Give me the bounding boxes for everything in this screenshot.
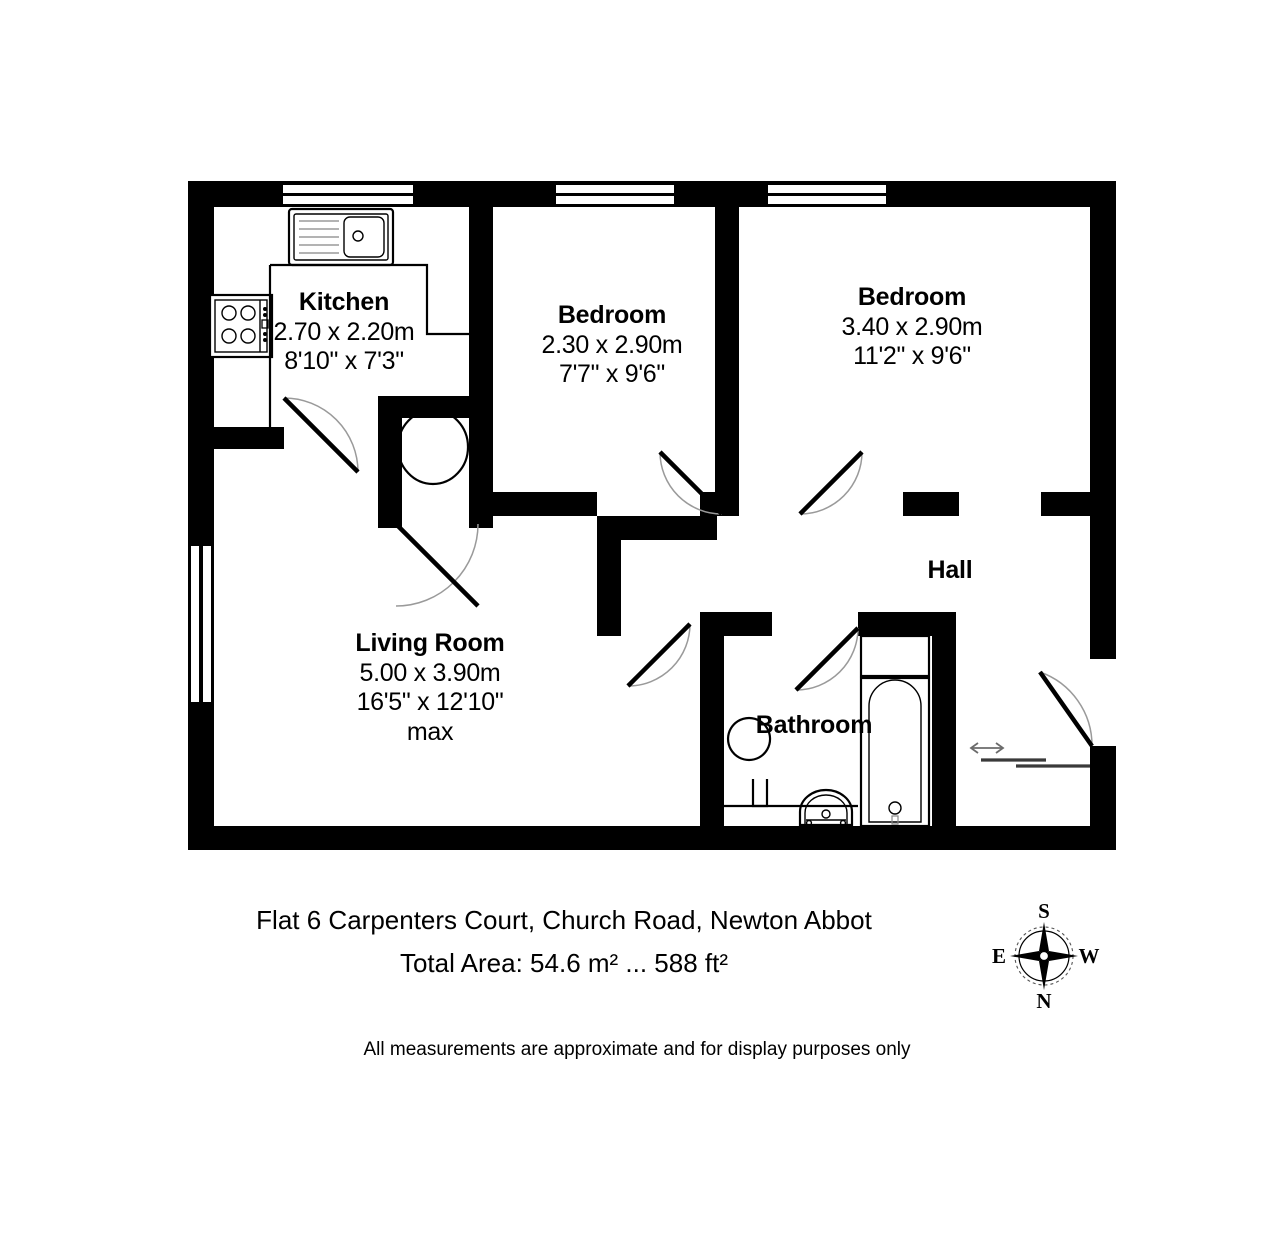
room-name-hall: Hall xyxy=(927,556,973,584)
sliding-door-icon[interactable] xyxy=(969,742,1090,768)
room-label-living-room: Living Room 5.00 x 3.90m 16'5" x 12'10" … xyxy=(266,629,594,747)
room-dim-imperial-kitchen: 8'10" x 7'3" xyxy=(284,347,404,375)
room-label-kitchen: Kitchen 2.70 x 2.20m 8'10" x 7'3" xyxy=(180,288,508,377)
room-dim-metric-living-room: 5.00 x 3.90m xyxy=(359,658,501,687)
footer: Flat 6 Carpenters Court, Church Road, Ne… xyxy=(0,905,1288,1061)
door-kitchen[interactable] xyxy=(282,396,360,474)
room-label-hall: Hall xyxy=(860,556,1040,586)
door-cupboard[interactable] xyxy=(394,522,480,608)
door-bathroom[interactable] xyxy=(794,626,860,692)
compass-label-top: S xyxy=(1038,899,1050,923)
disclaimer-text: All measurements are approximate and for… xyxy=(363,1039,911,1060)
total-area-text: Total Area: 54.6 m² ... 588 ft² xyxy=(399,948,729,978)
room-dim-metric-bedroom-large: 3.40 x 2.90m xyxy=(841,312,983,341)
compass-rose: S N E W xyxy=(988,898,1100,1010)
room-dim-metric-bedroom-small: 2.30 x 2.90m xyxy=(541,330,683,359)
room-dim-imperial-living-room: 16'5" x 12'10" xyxy=(356,688,504,716)
room-name-bathroom: Bathroom xyxy=(755,711,873,739)
door-bedroom-large[interactable] xyxy=(798,450,864,516)
bathtub-icon xyxy=(859,634,931,828)
window-living-room xyxy=(191,546,211,702)
room-label-bedroom-large: Bedroom 3.40 x 2.90m 11'2" x 9'6" xyxy=(748,283,1076,372)
room-dim-imperial-bedroom-large: 11'2" x 9'6" xyxy=(853,342,971,370)
room-dim-metric-kitchen: 2.70 x 2.20m xyxy=(273,317,415,346)
room-name-bedroom-large: Bedroom xyxy=(857,283,967,311)
exterior-walls xyxy=(188,181,1116,850)
room-label-bedroom-small: Bedroom 2.30 x 2.90m 7'7" x 9'6" xyxy=(448,301,776,390)
washbasin-icon xyxy=(798,788,854,827)
door-living-room[interactable] xyxy=(626,622,692,688)
door-bedroom-small[interactable] xyxy=(658,450,724,516)
property-title: Flat 6 Carpenters Court, Church Road, Ne… xyxy=(256,905,872,935)
sink-icon xyxy=(287,207,395,267)
room-dim-imperial-bedroom-small: 7'7" x 9'6" xyxy=(558,360,665,388)
window-bedroom-small xyxy=(556,185,674,204)
interior-walls xyxy=(378,207,1116,850)
compass-label-bottom: N xyxy=(1036,989,1051,1010)
room-name-bedroom-small: Bedroom xyxy=(557,301,667,329)
counter-icon xyxy=(268,263,470,434)
room-label-bathroom: Bathroom xyxy=(668,711,960,741)
window-kitchen xyxy=(283,185,413,204)
window-bedroom-large xyxy=(768,185,886,204)
door-entrance[interactable] xyxy=(1038,670,1094,748)
room-name-living-room: Living Room xyxy=(355,629,505,657)
cylinder-icon xyxy=(396,408,470,486)
compass-label-right: W xyxy=(1079,944,1100,968)
compass-label-left: E xyxy=(992,944,1006,968)
hob-icon xyxy=(208,293,274,359)
room-name-kitchen: Kitchen xyxy=(298,288,390,316)
room-note-living-room: max xyxy=(406,717,454,746)
